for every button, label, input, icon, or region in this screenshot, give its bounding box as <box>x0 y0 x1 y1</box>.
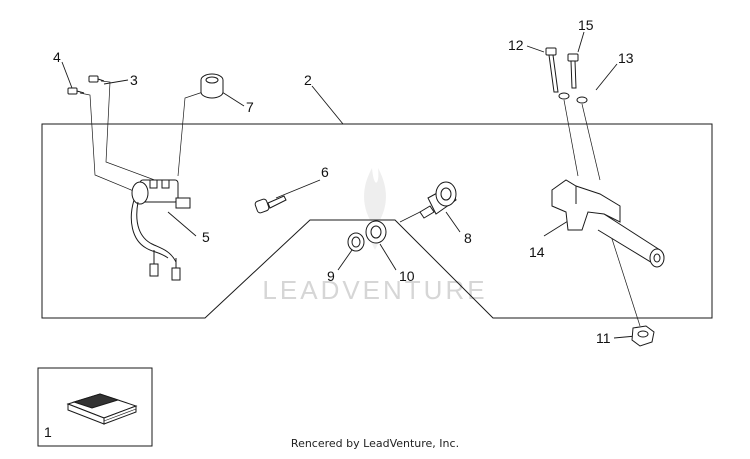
washer-part-13 <box>558 92 588 104</box>
assembly-frame <box>41 123 713 319</box>
callout-13: 13 <box>618 50 634 66</box>
callout-11: 11 <box>596 330 611 346</box>
screw-part-3 <box>88 75 105 83</box>
callout-15: 15 <box>578 17 594 33</box>
render-credit: Rencered by LeadVenture, Inc. <box>290 437 460 450</box>
callout-14: 14 <box>529 244 545 260</box>
grommet-part-7 <box>200 73 224 99</box>
nut-part-9 <box>347 232 365 252</box>
assembly-guides-left <box>79 80 204 193</box>
callout-2: 2 <box>304 72 312 88</box>
callout-1: 1 <box>44 424 52 440</box>
nut-part-11 <box>631 325 655 347</box>
ignition-switch-part-5 <box>130 179 191 281</box>
callout-9: 9 <box>327 268 335 284</box>
callout-7: 7 <box>246 99 254 115</box>
callout-3: 3 <box>130 72 138 88</box>
inset-box-part-1 <box>37 367 153 447</box>
callout-4: 4 <box>53 49 61 65</box>
callout-10: 10 <box>399 268 415 284</box>
callout-5: 5 <box>202 229 210 245</box>
callout-6: 6 <box>321 164 329 180</box>
bolt-part-12 <box>545 47 559 93</box>
bracket-part-14 <box>551 179 665 268</box>
callout-8: 8 <box>464 230 472 246</box>
manual-part-1 <box>66 393 138 425</box>
watermark-text: LEADVENTURE <box>262 275 487 305</box>
callout-12: 12 <box>508 37 524 53</box>
screw-part-4 <box>67 87 85 95</box>
bolt-part-15 <box>567 53 579 89</box>
key-part-6 <box>254 195 287 214</box>
lock-cylinder-part-8 <box>399 181 457 223</box>
washer-part-10 <box>365 220 387 244</box>
